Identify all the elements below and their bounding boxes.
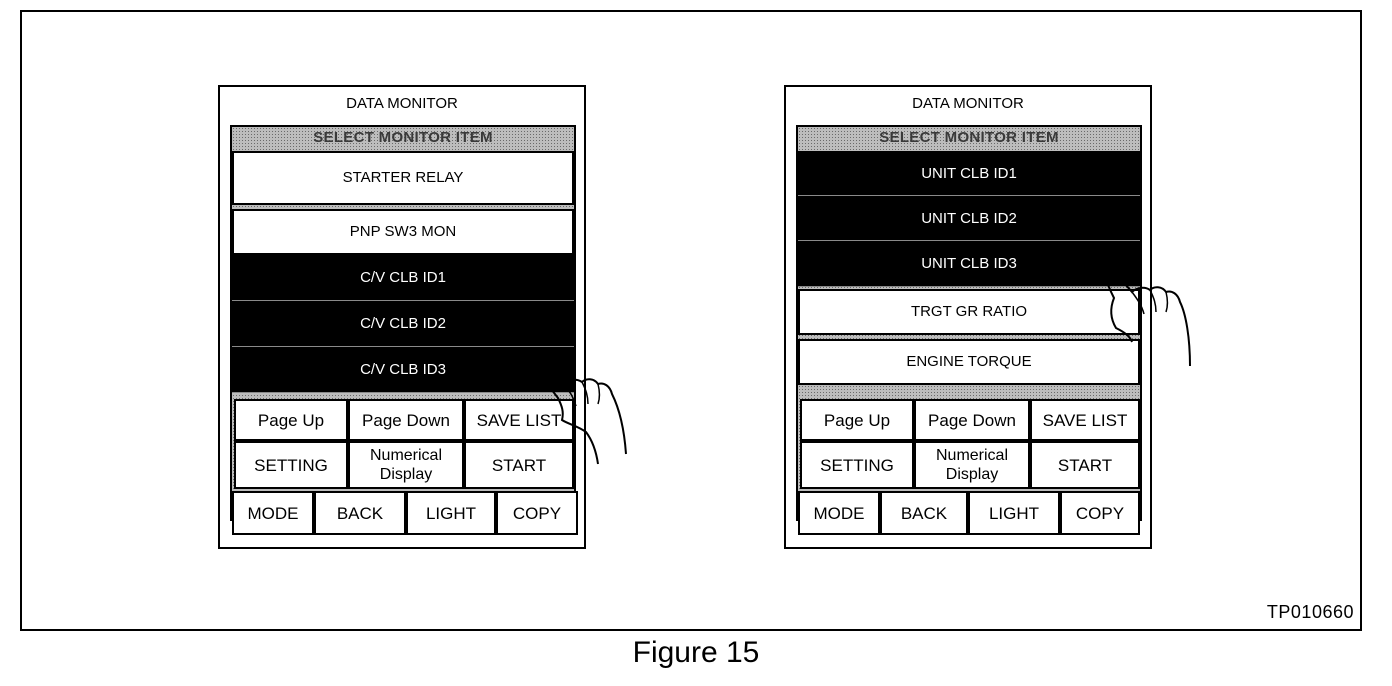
monitor-item-cv-clb-id1[interactable]: C/V CLB ID1 [232,255,574,301]
pointing-hand-icon [1102,263,1191,367]
select-monitor-item-header: SELECT MONITOR ITEM [313,129,493,146]
item-label: C/V CLB ID3 [360,361,446,378]
figure-caption: Figure 15 [632,636,760,669]
setting-button[interactable]: SETTING [234,441,348,489]
start-button[interactable]: START [1030,441,1140,489]
button-label: LIGHT [988,503,1040,523]
monitor-item-starter-relay[interactable]: STARTER RELAY [232,151,574,205]
page-up-button[interactable]: Page Up [234,399,348,441]
pointing-hand-icon [534,355,627,465]
item-label: ENGINE TORQUE [906,353,1032,370]
monitor-item-pnp-sw3-mon[interactable]: PNP SW3 MON [232,209,574,255]
button-label: Numerical Display [935,447,1008,483]
back-button[interactable]: BACK [314,491,406,535]
button-label: START [1057,455,1113,475]
button-label: COPY [512,503,562,523]
save-list-button[interactable]: SAVE LIST [1030,399,1140,441]
button-label: Page Up [257,410,325,430]
item-label: UNIT CLB ID2 [921,210,1017,227]
page-down-button[interactable]: Page Down [348,399,464,441]
item-label: STARTER RELAY [342,169,464,186]
figure-id: TP010660 [1266,602,1354,622]
device-title: DATA MONITOR [912,95,1024,112]
button-label: BACK [336,503,384,523]
button-label: LIGHT [425,503,477,523]
button-label: Page Down [362,410,450,430]
button-label: START [491,455,547,475]
monitor-item-cv-clb-id2[interactable]: C/V CLB ID2 [232,301,574,347]
save-list-button[interactable]: SAVE LIST [464,399,574,441]
monitor-item-list: SELECT MONITOR ITEM STARTER RELAY PNP SW… [230,125,578,535]
mode-button[interactable]: MODE [232,491,314,535]
page-up-button[interactable]: Page Up [800,399,914,441]
device-title: DATA MONITOR [346,95,458,112]
back-button[interactable]: BACK [880,491,968,535]
page-down-button[interactable]: Page Down [914,399,1030,441]
numerical-display-button[interactable]: Numerical Display [914,441,1030,489]
item-label: TRGT GR RATIO [910,303,1028,320]
light-button[interactable]: LIGHT [968,491,1060,535]
item-label: UNIT CLB ID1 [921,165,1017,182]
start-button[interactable]: START [464,441,574,489]
monitor-item-unit-clb-id1[interactable]: UNIT CLB ID1 [798,151,1140,196]
monitor-item-trgt-gr-ratio[interactable]: TRGT GR RATIO [798,289,1140,335]
item-label: C/V CLB ID1 [360,269,446,286]
button-label: SETTING [820,455,894,475]
button-label: Page Down [928,410,1016,430]
button-label: Page Up [823,410,891,430]
monitor-item-cv-clb-id3[interactable]: C/V CLB ID3 [232,347,574,393]
item-label: C/V CLB ID2 [360,315,446,332]
monitor-item-unit-clb-id2[interactable]: UNIT CLB ID2 [798,196,1140,241]
setting-button[interactable]: SETTING [800,441,914,489]
monitor-item-list: SELECT MONITOR ITEM UNIT CLB ID1 UNIT CL… [796,125,1142,535]
monitor-item-unit-clb-id3[interactable]: UNIT CLB ID3 [798,241,1140,287]
item-label: PNP SW3 MON [349,223,457,240]
button-label: Numerical Display [369,447,442,483]
right-device-panel: DATA MONITOR SELECT MONITOR ITEM UNIT CL… [784,85,1152,549]
button-label: MODE [247,503,299,523]
button-label: MODE [813,503,865,523]
copy-button[interactable]: COPY [1060,491,1140,535]
select-monitor-item-header: SELECT MONITOR ITEM [879,129,1059,146]
button-label: COPY [1075,503,1125,523]
mode-button[interactable]: MODE [798,491,880,535]
left-device-panel: DATA MONITOR SELECT MONITOR ITEM STARTER… [218,85,586,549]
button-label: SETTING [254,455,328,475]
numerical-display-button[interactable]: Numerical Display [348,441,464,489]
monitor-item-engine-torque[interactable]: ENGINE TORQUE [798,339,1140,385]
light-button[interactable]: LIGHT [406,491,496,535]
button-label: SAVE LIST [476,410,562,430]
button-label: BACK [900,503,948,523]
item-label: UNIT CLB ID3 [921,255,1017,272]
copy-button[interactable]: COPY [496,491,578,535]
button-label: SAVE LIST [1042,410,1128,430]
